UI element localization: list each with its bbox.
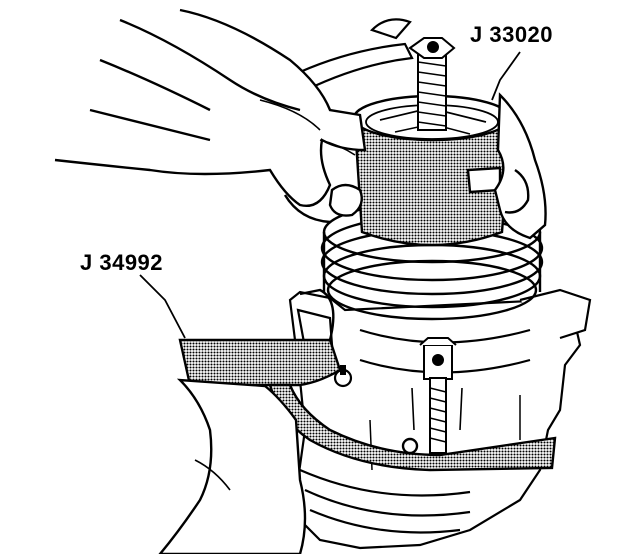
leader-lines <box>139 51 521 339</box>
lower-hand <box>158 378 307 554</box>
wrench <box>298 18 414 92</box>
forcing-screw <box>408 37 456 131</box>
upper-hand <box>54 8 367 224</box>
separator-tool-cylinder <box>352 94 512 247</box>
callout-separator-tool: J 33020 <box>470 22 554 47</box>
callout-holding-fixture: J 34992 <box>80 250 164 275</box>
fixture-bolt <box>411 337 463 454</box>
holding-fixture-bar <box>178 288 557 472</box>
right-hand <box>319 92 547 240</box>
